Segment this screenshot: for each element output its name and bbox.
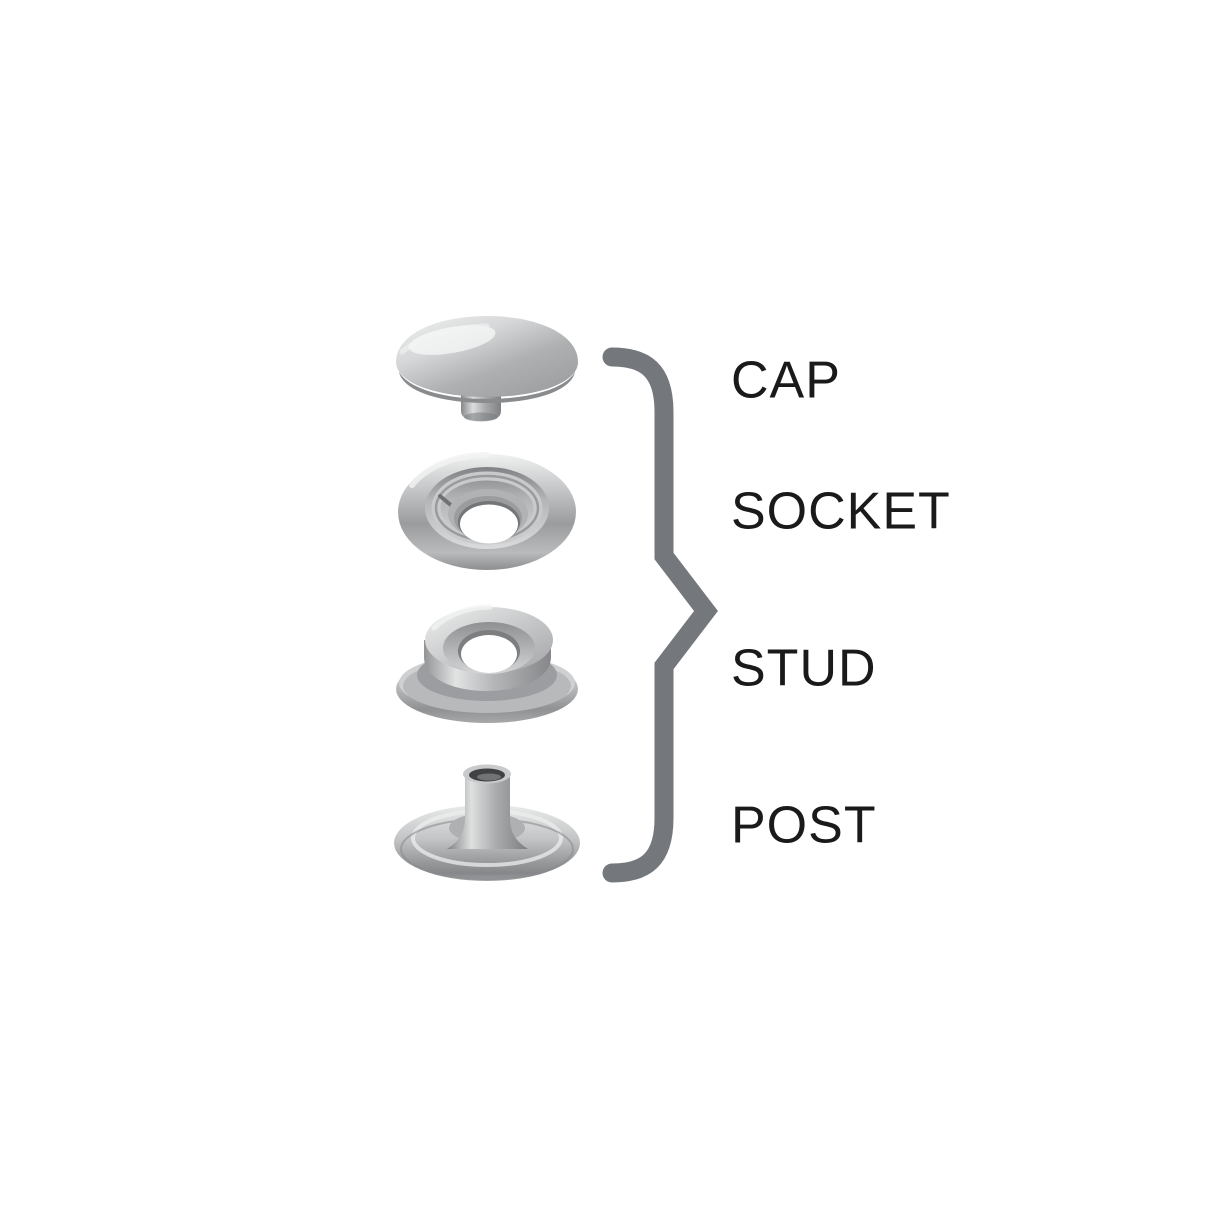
brace-icon [602,347,718,883]
socket-image [398,452,576,570]
label-post: POST [731,796,877,855]
label-socket: SOCKET [731,482,951,541]
stud-image [396,604,578,723]
post-image [394,764,580,881]
label-stud: STUD [731,639,877,698]
cap-image [396,316,578,422]
label-cap: CAP [731,351,841,410]
